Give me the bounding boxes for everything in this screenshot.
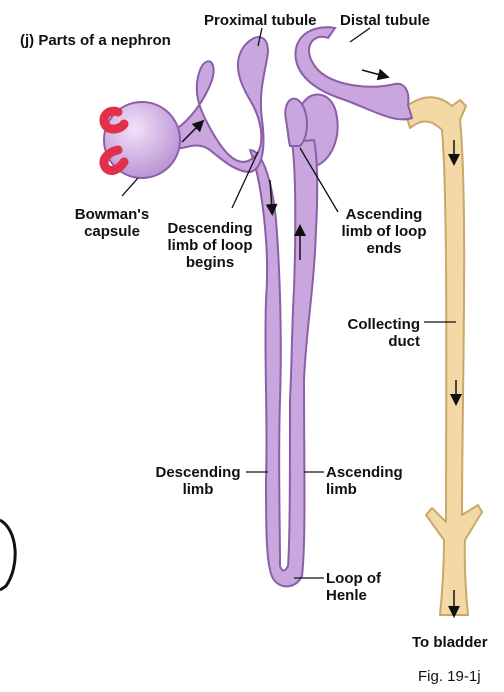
label-descending-limb-begins: Descending limb of loop begins xyxy=(160,220,260,271)
collecting-duct xyxy=(404,97,482,615)
label-descending-limb: Descending limb xyxy=(150,464,246,498)
figure-number: Fig. 19-1j xyxy=(418,668,481,685)
proximal-tubule xyxy=(175,37,307,172)
label-ascending-limb: Ascending limb xyxy=(326,464,403,498)
label-to-bladder: To bladder xyxy=(412,634,488,651)
label-bowmans-capsule: Bowman's capsule xyxy=(62,206,162,240)
label-collecting-duct: Collecting duct xyxy=(328,316,420,350)
label-loop-of-henle: Loop of Henle xyxy=(326,570,381,604)
loop-of-henle xyxy=(250,140,317,586)
label-proximal-tubule: Proximal tubule xyxy=(204,12,317,29)
label-ascending-limb-ends: Ascending limb of loop ends xyxy=(332,206,436,257)
figure-title: (j) Parts of a nephron xyxy=(20,32,171,49)
label-distal-tubule: Distal tubule xyxy=(340,12,430,29)
edge-circle-fragment xyxy=(0,520,15,590)
